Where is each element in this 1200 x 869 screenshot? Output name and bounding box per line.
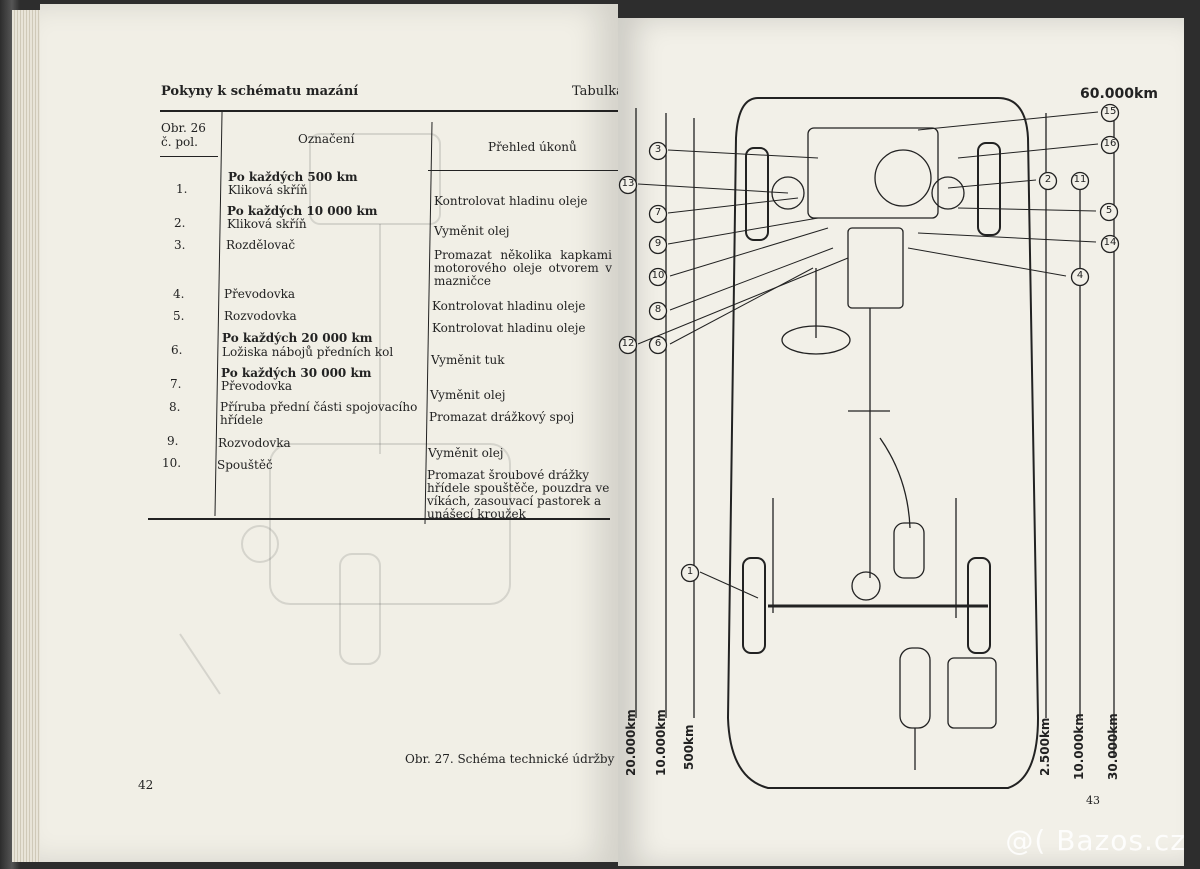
interval-heading: Po každých 20 000 km [222,331,373,345]
row-num: 8. [169,400,181,414]
row-action: Promazat šroubové drážky hřídele spouště… [427,468,610,521]
figure-caption: Obr. 27. Schéma technické údržby [405,752,615,766]
right-page-number: 43 [1086,794,1100,807]
km-label-10000-right: 10.000km [1072,713,1086,780]
callout-7: 7 [648,204,668,224]
page-edges [12,10,44,862]
callout-6: 6 [648,335,668,355]
callout-4: 4 [1070,267,1090,287]
watermark: @( Bazos.cz [1005,824,1186,857]
table-top-rule [160,110,620,112]
row-label: Převodovka [221,379,293,393]
callout-3: 3 [648,141,668,161]
callout-1: 1 [680,563,700,583]
header-rule-col3 [428,170,620,171]
row-num: 3. [174,238,186,252]
show-through-drawing [179,133,511,695]
col3-header: Přehled úkonů [488,140,577,154]
row-label: Ložiska nábojů předních kol [222,345,394,359]
row-num: 6. [171,343,183,357]
row-num: 10. [162,456,182,470]
row-action: Vyměnit tuk [431,353,505,367]
callout-2: 2 [1038,171,1058,191]
row-num: 5. [173,309,185,323]
km-label-30000: 30.000km [1106,713,1120,780]
km-label-20000: 20.000km [624,709,638,776]
row-num: 7. [170,377,182,391]
row-action: Vyměnit olej [428,446,504,460]
col1-header-line1: Obr. 26 [161,121,206,135]
row-label: Rozvodovka [224,309,297,323]
header-rule-col1 [160,156,218,157]
row-label: Kliková skříň [228,183,308,197]
km-label-10000-left: 10.000km [654,709,668,776]
row-label: Kliková skříň [227,217,307,231]
left-page: Pokyny k schématu mazání Tabulka Obr. 26… [40,4,624,862]
km-label-500: 500km [682,724,696,770]
col1-header-line2: č. pol. [161,135,198,149]
interval-heading: Po každých 500 km [228,170,358,184]
row-action: Kontrolovat hladinu oleje [434,194,588,208]
right-page: 60.000km [618,18,1184,866]
callout-layer: 15 16 3 2 11 13 7 5 9 14 10 4 8 12 6 1 [618,18,1184,866]
callout-10: 10 [648,267,668,287]
row-action: Promazat drážkový spoj [429,410,575,424]
left-page-number: 42 [138,778,154,792]
col2-header: Označení [298,132,355,146]
callout-14: 14 [1100,234,1120,254]
callout-16: 16 [1100,135,1120,155]
interval-heading: Po každých 10 000 km [227,204,378,218]
callout-12: 12 [618,335,638,355]
callout-5: 5 [1099,202,1119,222]
callout-13: 13 [618,175,638,195]
row-action: Promazat několika kapkami motorového ole… [434,248,612,288]
callout-15: 15 [1100,103,1120,123]
km-label-2500: 2.500km [1038,717,1052,776]
row-label: Rozvodovka [218,436,291,450]
table-bottom-rule [148,518,610,520]
table-label: Tabulka [572,84,624,99]
left-page-title: Pokyny k schématu mazání [161,84,359,99]
top-km-label: 60.000km [1080,86,1158,102]
row-action: Kontrolovat hladinu oleje [432,299,586,313]
row-label: Spouštěč [217,458,273,472]
interval-heading: Po každých 30 000 km [221,366,372,380]
row-num: 9. [167,434,179,448]
callout-9: 9 [648,235,668,255]
callout-8: 8 [648,301,668,321]
row-num: 4. [173,287,185,301]
row-label: Převodovka [224,287,296,301]
row-action: Kontrolovat hladinu oleje [432,321,586,335]
row-num: 1. [176,182,188,196]
row-label: Rozdělovač [226,238,296,252]
row-num: 2. [174,216,186,230]
row-action: Vyměnit olej [430,388,506,402]
row-label: Příruba přední části spojovacího hřídele [220,400,418,427]
row-action: Vyměnit olej [434,224,510,238]
callout-11: 11 [1070,171,1090,191]
